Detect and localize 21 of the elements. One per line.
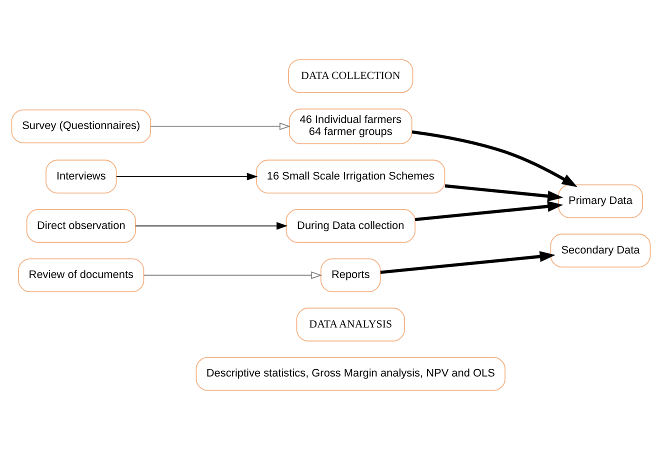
- node-box: During Data collection: [286, 209, 416, 243]
- node-box: Secondary Data: [550, 234, 651, 268]
- arrow: [414, 200, 564, 222]
- arrow: [412, 130, 578, 188]
- arrow: [150, 122, 290, 130]
- node-box: DATA COLLECTION: [288, 59, 414, 93]
- node-box: Review of documents: [18, 258, 144, 292]
- node-box: 16 Small Scale Irrigation Schemes: [256, 160, 446, 194]
- node-box: Descriptive statistics, Gross Margin analysis, NPV and OLS: [196, 357, 506, 391]
- arrow: [380, 251, 556, 274]
- arrow: [135, 222, 288, 230]
- node-box: Direct observation: [26, 209, 136, 243]
- node-box: DATA ANALYSIS: [296, 308, 405, 342]
- node-box: Reports: [320, 258, 381, 292]
- arrow: [143, 271, 322, 280]
- arrow: [444, 184, 564, 202]
- node-box: Survey (Questionnaires): [11, 109, 152, 144]
- node-box: Primary Data: [558, 184, 643, 218]
- node-box: Interviews: [46, 160, 117, 194]
- node-box: 46 Individual farmers 64 farmer groups: [288, 108, 412, 144]
- arrow: [116, 172, 258, 180]
